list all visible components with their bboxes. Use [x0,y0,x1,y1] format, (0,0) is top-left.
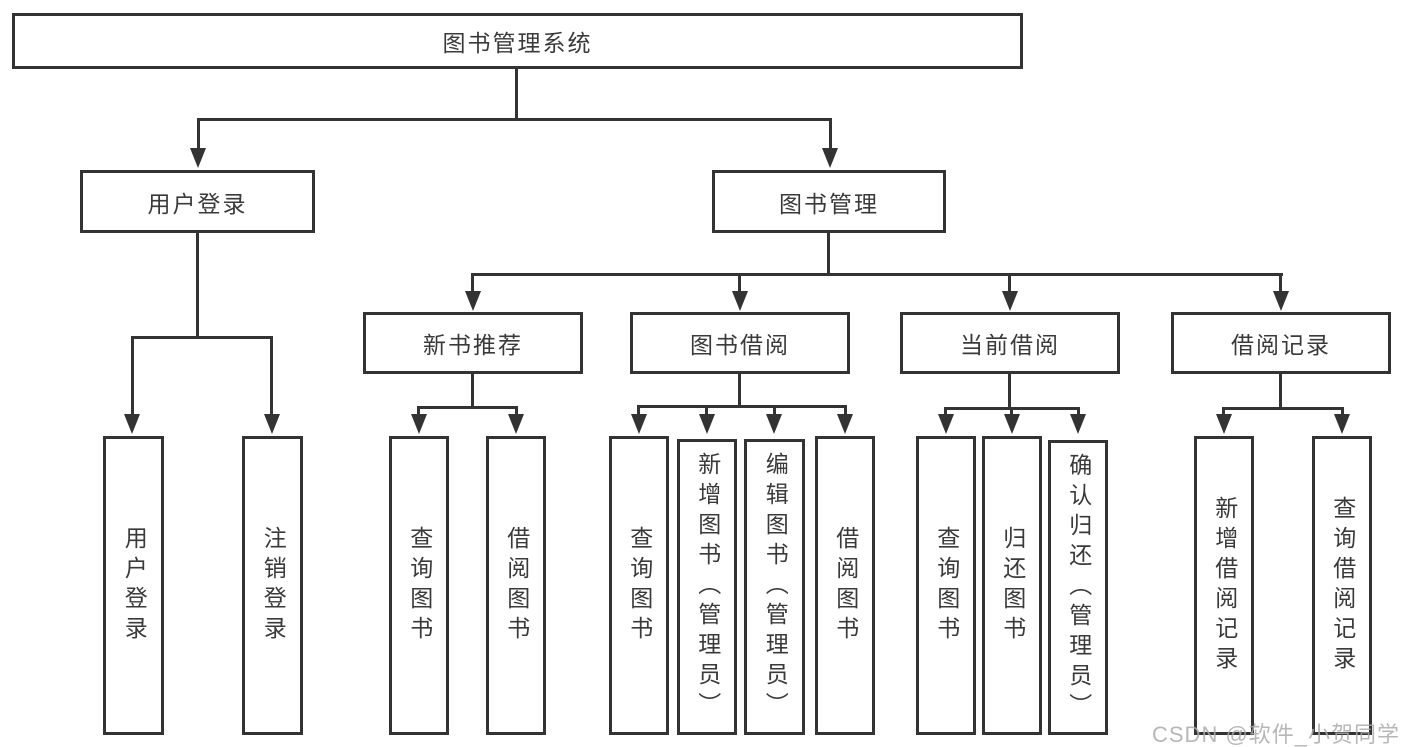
connector-vline [1279,374,1282,407]
node-label: 借阅记录 [1231,332,1331,358]
node-label: 当前借阅 [960,332,1060,358]
node-new-book-recommend: 新书推荐 [363,312,583,374]
connector-vline [829,118,832,150]
leaf-borrow-books-recommend: 借阅图书 [486,436,546,735]
connector-vline [1341,407,1344,418]
connector-vline [1279,273,1282,293]
node-label: 用户登录 [121,525,148,646]
arrow-down-icon [190,148,206,168]
arrow-down-icon [124,414,140,434]
connector-vline [1008,273,1011,293]
arrow-down-icon [1070,414,1086,434]
connector-vline [637,405,640,418]
node-user-login: 用户登录 [80,170,315,233]
connector-vline [196,233,199,336]
leaf-query-books-current: 查询图书 [916,436,976,735]
node-label: 新增借阅记录 [1211,495,1238,676]
arrow-down-icon [938,414,954,434]
node-label: 查询图书 [933,525,960,646]
leaf-add-books-admin: 新增图书（管理员） [677,439,737,735]
leaf-edit-books-admin: 编辑图书（管理员） [744,439,805,735]
connector-vline [738,374,741,405]
arrow-down-icon [822,148,838,168]
node-label: 编辑图书（管理员） [762,452,789,722]
connector-hline [471,273,1283,276]
connector-hline [197,118,831,121]
arrow-down-icon [465,291,481,311]
connector-hline [637,405,847,408]
node-label: 图书借阅 [690,332,790,358]
leaf-query-borrow-record: 查询借阅记录 [1312,436,1372,735]
arrow-down-icon [508,414,524,434]
connector-vline [471,273,474,293]
leaf-borrow-books: 借阅图书 [815,436,875,735]
connector-vline [773,405,776,418]
connector-vline [944,407,947,418]
arrow-down-icon [766,414,782,434]
leaf-logout: 注销登录 [242,436,303,735]
node-label: 借阅图书 [503,525,530,646]
connector-hline [131,336,273,339]
connector-vline [417,406,420,418]
node-label: 查询图书 [406,525,433,646]
leaf-return-books: 归还图书 [982,436,1042,735]
leaf-add-borrow-record: 新增借阅记录 [1194,436,1254,735]
connector-vline [270,336,273,416]
node-label: 新增图书（管理员） [694,452,721,722]
arrow-down-icon [631,414,647,434]
arrow-down-icon [1004,414,1020,434]
connector-vline [1222,407,1225,418]
node-label: 归还图书 [999,525,1026,646]
connector-hline [1222,407,1344,410]
arrow-down-icon [699,414,715,434]
arrow-down-icon [264,414,280,434]
node-label: 借阅图书 [832,525,859,646]
connector-vline [471,374,474,406]
node-label: 用户登录 [147,190,248,217]
node-label: 查询借阅记录 [1329,495,1356,676]
arrow-down-icon [1002,291,1018,311]
arrow-down-icon [1216,414,1232,434]
arrow-down-icon [1334,414,1350,434]
connector-vline [705,405,708,418]
node-borrow-records: 借阅记录 [1171,312,1391,374]
node-label: 查询图书 [626,525,653,646]
connector-vline [515,69,518,118]
node-book-borrow: 图书借阅 [630,312,850,374]
node-current-borrow: 当前借阅 [900,312,1120,374]
leaf-confirm-return-admin: 确认归还（管理员） [1048,440,1108,735]
connector-vline [197,118,200,150]
node-label: 图书管理 [779,190,879,217]
connector-vline [1008,374,1011,407]
node-label: 图书管理系统 [442,30,593,56]
node-label: 确认归还（管理员） [1065,452,1092,723]
arrow-down-icon [837,414,853,434]
leaf-user-login: 用户登录 [103,436,164,735]
connector-vline [1077,407,1080,418]
node-root-library-system: 图书管理系统 [12,13,1023,69]
connector-hline [417,406,518,409]
connector-vline [827,233,830,273]
connector-vline [515,406,518,418]
connector-vline [738,273,741,293]
node-label: 新书推荐 [423,332,523,358]
node-label: 注销登录 [260,525,287,646]
arrow-down-icon [1273,291,1289,311]
arrow-down-icon [732,291,748,311]
arrow-down-icon [411,414,427,434]
connector-vline [1010,407,1013,418]
leaf-query-books-borrow: 查询图书 [609,436,669,735]
connector-vline [131,336,134,416]
leaf-query-books-recommend: 查询图书 [389,436,449,735]
connector-vline [844,405,847,418]
csdn-watermark: CSDN @软件_小贺同学 [1152,722,1401,747]
node-book-management: 图书管理 [712,170,946,233]
